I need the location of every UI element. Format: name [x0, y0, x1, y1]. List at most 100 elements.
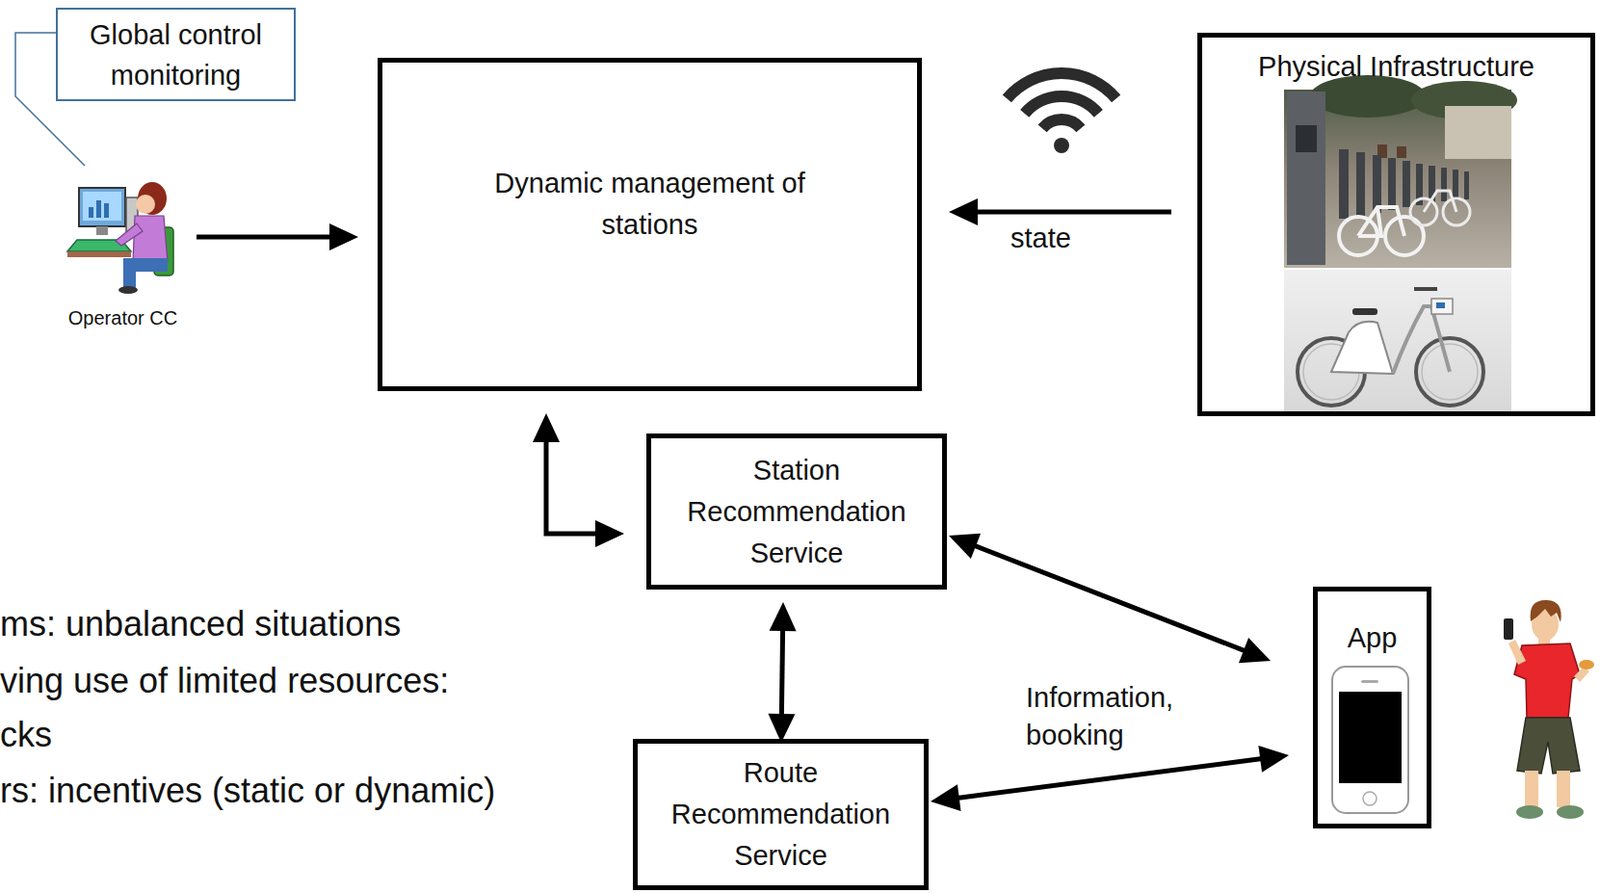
monitor-screen	[82, 191, 122, 221]
arrow-head	[948, 533, 981, 559]
connector-line	[196, 235, 334, 240]
connector-line	[15, 32, 85, 166]
node-text: Station Recommendation Service	[660, 449, 933, 575]
rack-post	[1356, 152, 1365, 216]
frame	[1423, 190, 1457, 212]
leg	[123, 258, 136, 289]
wifi-symbol	[1006, 73, 1116, 129]
connector-line	[973, 209, 1172, 215]
arrow-head	[1238, 637, 1271, 663]
monitor	[78, 187, 126, 227]
arrow-head	[769, 602, 797, 631]
wifi-arc	[1024, 96, 1100, 114]
hand-phone	[1503, 618, 1514, 640]
rack-post	[1388, 157, 1396, 210]
phone-screen	[1338, 691, 1402, 784]
screen-bar	[104, 203, 109, 218]
screen-bar	[96, 200, 102, 218]
hair	[1530, 600, 1562, 623]
rack-post	[1441, 167, 1447, 202]
connector-arrow	[767, 602, 796, 743]
note-text: ms: unbalanced situations	[0, 603, 401, 645]
arrow-head	[329, 223, 359, 251]
rack-post	[1402, 160, 1411, 208]
arrow-head	[930, 784, 962, 812]
home-button	[1363, 791, 1377, 806]
connector-arrow	[930, 745, 1289, 812]
node-text: Route Recommendation Service	[645, 752, 918, 877]
node-text: App	[1317, 620, 1427, 656]
kiosk-screen	[1295, 125, 1317, 153]
photo-ground	[1284, 269, 1512, 413]
note-text: ving use of limited resources:	[0, 660, 449, 702]
connector-line	[971, 544, 1248, 652]
croissant	[1578, 659, 1595, 670]
arm	[1508, 639, 1526, 665]
desk	[67, 251, 132, 258]
arm	[115, 223, 143, 246]
monitor-stand	[96, 226, 108, 236]
rack-post	[1452, 169, 1459, 201]
service-box: Route Recommendation Service	[632, 738, 929, 891]
wifi-arc	[1042, 119, 1081, 129]
connector-line	[546, 438, 600, 534]
connector-line	[955, 758, 1264, 798]
shoe	[118, 286, 138, 294]
shorts	[1517, 717, 1580, 774]
screen-bar	[88, 207, 94, 218]
wifi-dot	[1053, 137, 1070, 154]
note-text: cks	[0, 714, 53, 756]
arrow-head	[1258, 745, 1289, 773]
frame	[1358, 207, 1405, 237]
kiosk	[1286, 91, 1326, 265]
user-figure	[1503, 600, 1595, 819]
leg	[1556, 770, 1571, 808]
node-text: Physical Infrastructure	[1208, 49, 1585, 84]
shoe	[1516, 805, 1544, 819]
callout-box: Global control monitoring	[55, 7, 296, 102]
bike-photo	[1284, 269, 1512, 413]
connector-arrow	[196, 223, 359, 251]
fork	[1392, 306, 1450, 374]
seat	[1352, 308, 1378, 315]
edge-label: state	[1010, 219, 1088, 258]
connector-arrow	[15, 32, 85, 166]
torso	[132, 215, 168, 263]
phone	[1332, 666, 1409, 814]
arrow-head	[948, 198, 978, 226]
rack-post	[1464, 171, 1469, 200]
app-box: App	[1312, 586, 1432, 829]
cafe-chair	[1396, 146, 1407, 158]
bike	[1410, 190, 1470, 226]
service-box: Station Recommendation Service	[646, 433, 947, 590]
infrastructure-box: Physical Infrastructure	[1197, 32, 1596, 417]
connector-arrow	[532, 413, 625, 548]
frame	[1331, 321, 1393, 374]
rack-post	[1372, 155, 1382, 213]
handlebar	[1414, 287, 1438, 291]
process-box: Dynamic management of stations	[377, 57, 922, 392]
node-text: Operator CC	[52, 306, 193, 330]
operator-icon	[67, 182, 174, 294]
node-text: Global control monitoring	[65, 14, 287, 96]
shoe	[1556, 805, 1584, 819]
note-text: rs: incentives (static or dynamic)	[0, 770, 496, 812]
building	[1444, 105, 1512, 159]
node-text: Dynamic management of stations	[493, 162, 807, 246]
connector-arrow	[948, 533, 1271, 663]
arrow-head	[595, 520, 625, 548]
operator-node: Operator CC	[52, 163, 193, 334]
shirt	[1514, 643, 1580, 718]
logo	[1436, 302, 1445, 309]
basket	[1431, 298, 1453, 315]
leg	[1524, 770, 1539, 808]
edge-label: Information, booking	[1025, 679, 1205, 755]
arrow-head	[532, 413, 560, 443]
rack-post	[1338, 149, 1349, 219]
station-photo	[1284, 75, 1518, 268]
phone-body	[1332, 666, 1409, 814]
photo-ground	[1284, 89, 1512, 268]
face	[135, 194, 156, 214]
